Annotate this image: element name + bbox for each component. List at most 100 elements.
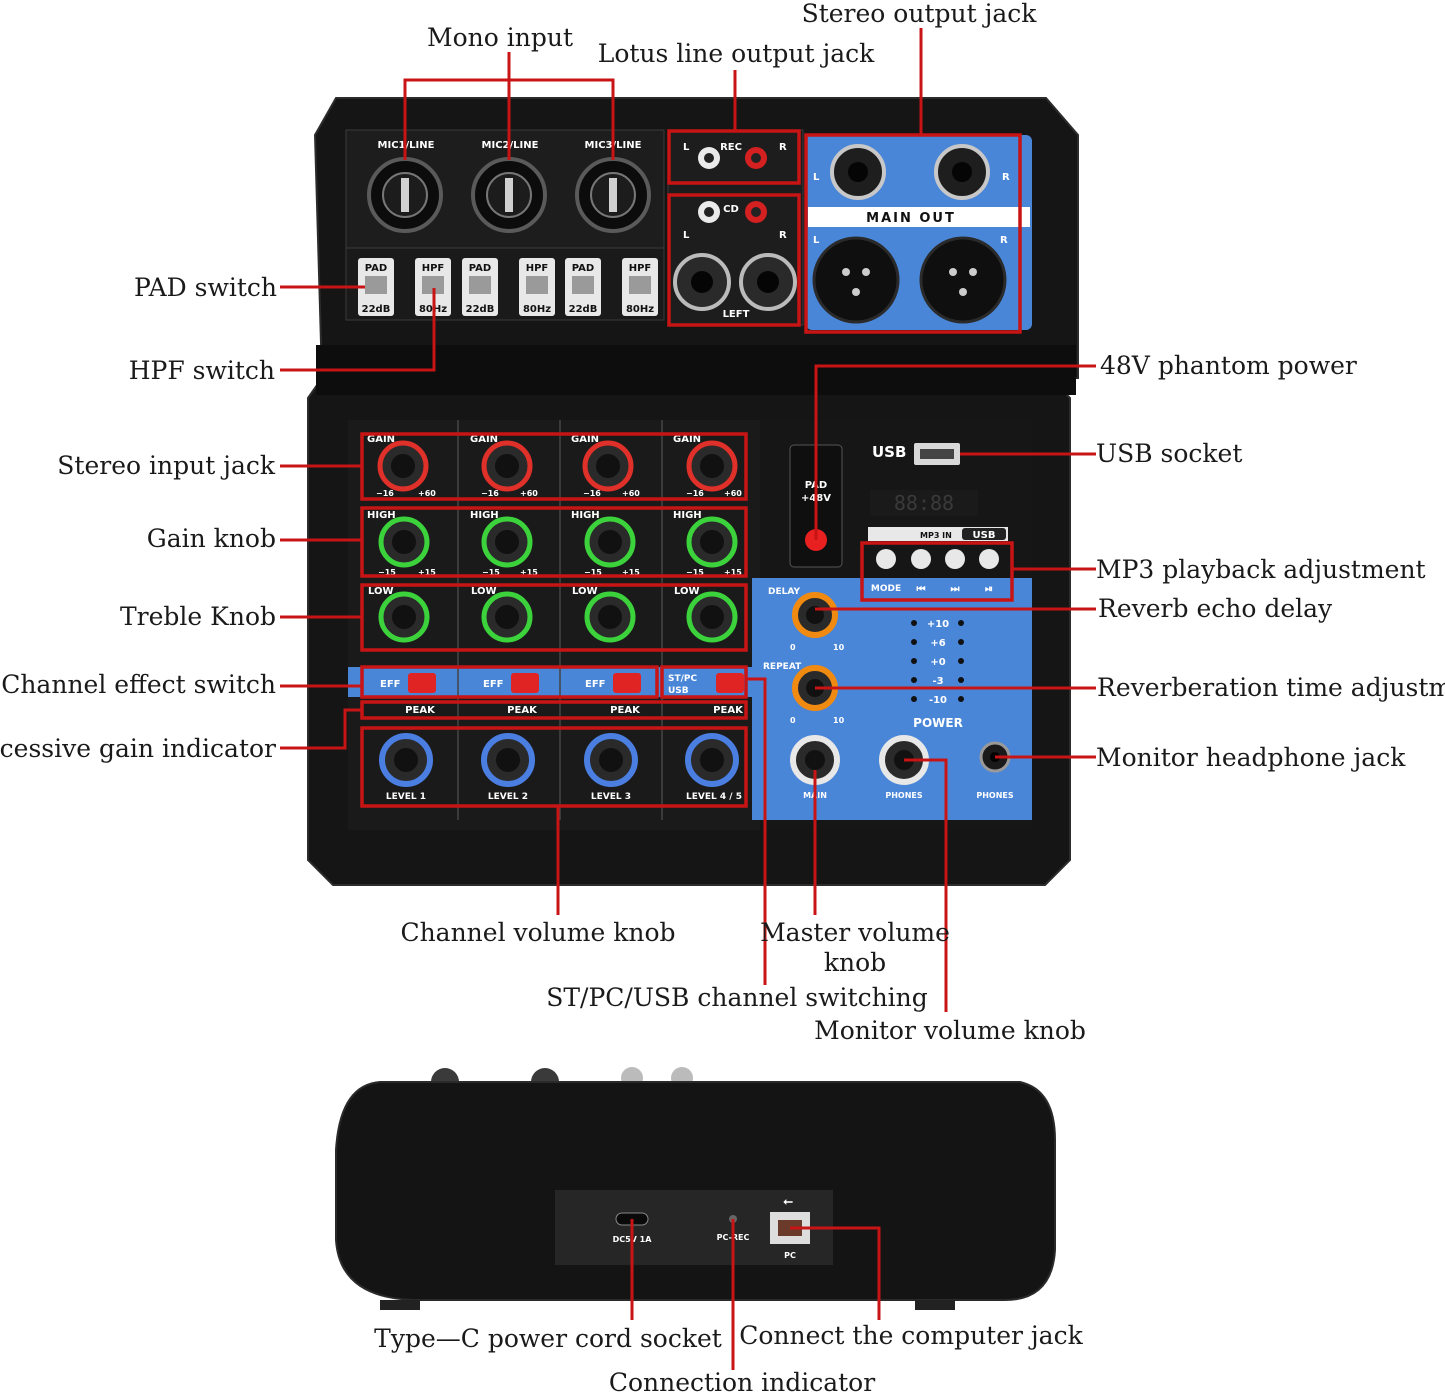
svg-text:LOW: LOW [674,586,700,597]
mixer-rear-view: DC5V 1A PC-REC ⭠ PC [335,1067,1056,1310]
low-knob-1[interactable]: LOW [368,586,430,643]
gain-knob-1[interactable]: GAIN −16 +60 [367,434,436,498]
svg-text:EFF: EFF [585,679,606,690]
svg-text:HIGH: HIGH [470,510,499,521]
eff-switch-3[interactable]: EFF [585,673,641,693]
label-typec-power: Type—C power cord socket [374,1324,722,1353]
svg-text:−16: −16 [376,489,394,498]
low-knob-4[interactable]: LOW [674,586,738,643]
mode-button[interactable] [876,549,896,569]
play-pause-button[interactable] [979,549,999,569]
st-pc-usb-switch[interactable]: ST/PC USB [668,673,744,696]
svg-text:EFF: EFF [483,679,504,690]
low-knob-3[interactable]: LOW [572,586,636,643]
stereo-input-jacks[interactable]: LEFT [673,253,797,320]
main-out-jacks[interactable]: L R MAIN OUT L R [812,144,1010,324]
gain-knob-2[interactable]: GAIN −16 +60 [470,434,538,498]
svg-text:GAIN: GAIN [470,434,498,445]
svg-text:+10: +10 [927,619,949,630]
svg-text:L: L [813,172,820,183]
low-knob-2[interactable]: LOW [471,586,533,643]
highlight-main-out [804,133,1022,334]
eff-switch-2[interactable]: EFF [483,673,539,693]
svg-text:−15: −15 [482,568,500,577]
svg-text:80Hz: 80Hz [523,304,551,315]
svg-text:22dB: 22dB [362,304,391,315]
highlight-cd [667,193,801,327]
peak-indicator-1: PEAK [405,705,436,716]
svg-text:+15: +15 [520,568,538,577]
svg-text:REC: REC [720,142,742,153]
label-stereo-input-jack: Stereo input jack [57,451,276,480]
label-mono-input: Mono input [427,23,573,52]
phones-volume-knob[interactable]: PHONES [879,735,929,800]
hpf-switch-3[interactable]: HPF 80Hz [622,258,658,316]
level-knob-3[interactable]: LEVEL 3 [584,733,638,802]
svg-text:HIGH: HIGH [367,510,396,521]
label-mp3-playback: MP3 playback adjustment [1096,555,1426,584]
high-knob-4[interactable]: HIGH −15 +15 [673,510,742,577]
svg-text:REPEAT: REPEAT [763,662,802,672]
svg-text:+15: +15 [622,568,640,577]
svg-text:80Hz: 80Hz [626,304,654,315]
svg-text:MP3 IN: MP3 IN [920,531,952,540]
svg-text:PHONES: PHONES [976,791,1014,800]
label-usb-socket: USB socket [1096,439,1242,468]
svg-text:PC: PC [784,1251,796,1260]
high-knob-3[interactable]: HIGH −15 +15 [571,510,640,577]
mp3-display: 88:88 MP3 IN USB [868,490,1008,541]
label-gain-knob: Gain knob [147,524,276,553]
effect-switch-row: EFF EFF EFF ST/PC USB PEAK PEAK PEAK PEA… [380,673,744,716]
svg-text:PAD: PAD [469,263,491,274]
svg-text:-3: -3 [932,676,943,687]
svg-text:HPF: HPF [629,263,652,274]
gain-knob-4[interactable]: GAIN −16 +60 [673,434,742,498]
svg-text:R: R [1002,172,1010,183]
high-knob-1[interactable]: HIGH −15 +15 [367,510,436,577]
label-excessive-gain: Excessive gain indicator [0,734,276,763]
usb-socket[interactable]: USB [872,443,960,465]
svg-text:HPF: HPF [526,263,549,274]
previous-button[interactable] [911,549,931,569]
rca-cd-jacks[interactable]: CD L R [683,201,787,241]
svg-text:10: 10 [833,643,845,652]
pad-switch-1[interactable]: PAD 22dB [358,258,394,316]
hpf-switch-2[interactable]: HPF 80Hz [519,258,555,316]
svg-text:PAD: PAD [365,263,387,274]
pad-switch-3[interactable]: PAD 22dB [565,258,601,316]
svg-text:+60: +60 [724,489,742,498]
gain-knob-3[interactable]: GAIN −16 +60 [571,434,640,498]
pad-switch-2[interactable]: PAD 22dB [462,258,498,316]
label-master-volume-line1: Master volume [760,918,950,947]
svg-text:+60: +60 [622,489,640,498]
next-button[interactable] [945,549,965,569]
svg-text:GAIN: GAIN [367,434,395,445]
svg-text:HPF: HPF [422,263,445,274]
svg-text:MODE: MODE [871,584,901,594]
svg-text:LEVEL 3: LEVEL 3 [591,792,631,802]
svg-text:-10: -10 [929,695,947,706]
high-knob-2[interactable]: HIGH −15 +15 [470,510,538,577]
rca-rec-jacks[interactable]: L REC R [683,142,787,169]
level-knob-1[interactable]: LEVEL 1 [379,733,433,802]
svg-text:−15: −15 [378,568,396,577]
highlight-mp3-buttons [860,541,1014,602]
svg-text:+6: +6 [930,638,945,649]
svg-text:EFF: EFF [380,679,401,690]
level-knob-2[interactable]: LEVEL 2 [481,733,535,802]
svg-text:+0: +0 [930,657,945,668]
power-label: POWER [913,716,963,730]
level-knob-4-5[interactable]: LEVEL 4 / 5 [685,733,742,802]
svg-text:USB: USB [872,443,906,461]
svg-text:HIGH: HIGH [673,510,702,521]
level-meter: +10 +6 +0 -3 -10 POWER [911,619,964,730]
label-monitor-headphone-jack: Monitor headphone jack [1096,743,1406,772]
svg-text:LOW: LOW [471,586,497,597]
svg-text:10: 10 [833,716,845,725]
svg-text:−15: −15 [584,568,602,577]
eff-switch-1[interactable]: EFF [380,673,436,693]
svg-text:GAIN: GAIN [571,434,599,445]
highlight-st-pc [660,665,748,699]
peak-indicator-4: PEAK [713,705,744,716]
